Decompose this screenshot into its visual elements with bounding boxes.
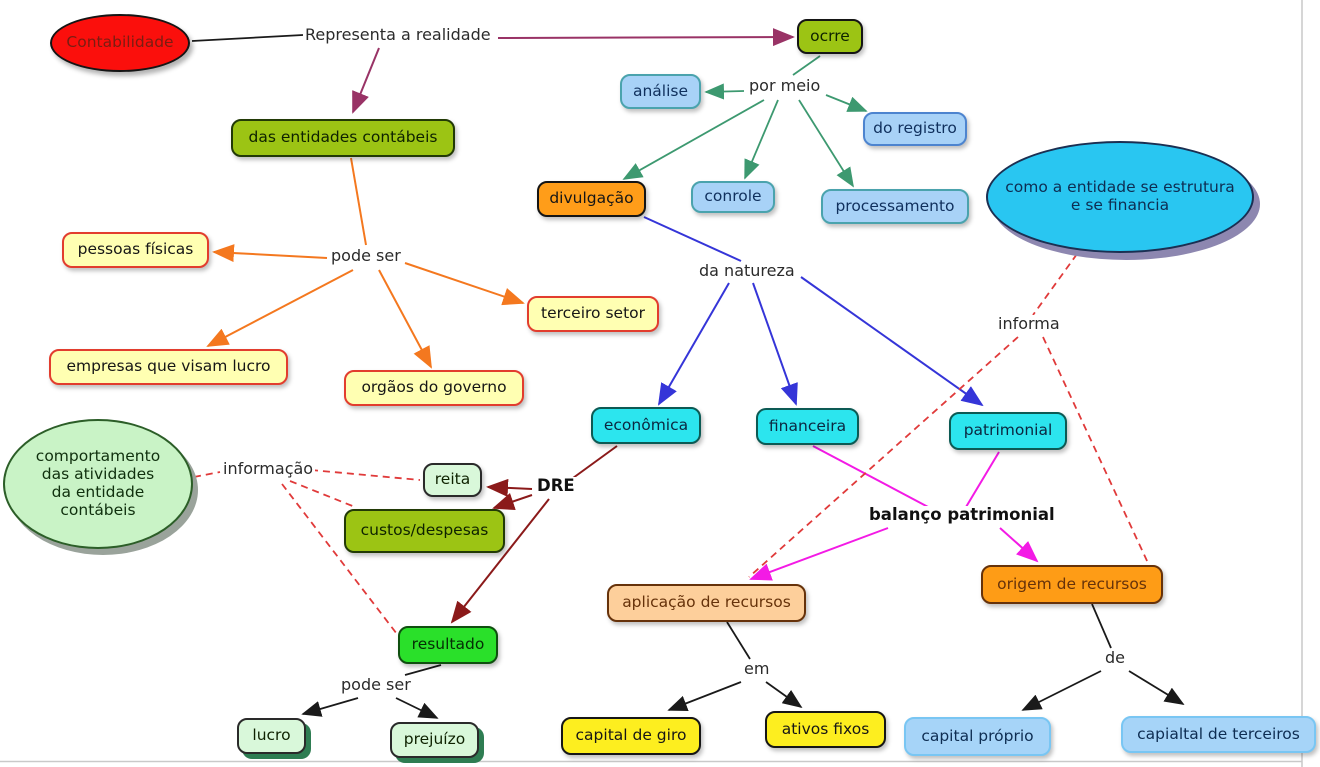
node-como-a-entidade-se-estrutura[interactable]: como a entidade se estrutura e se financ…	[986, 141, 1254, 253]
node-patrimonial[interactable]: patrimonial	[949, 412, 1067, 450]
node-do-registro[interactable]: do registro	[863, 112, 967, 146]
node-divulgacao[interactable]: divulgação	[537, 181, 646, 217]
link-label-informacao[interactable]: informação	[221, 459, 316, 478]
node-capital-de-giro[interactable]: capital de giro	[561, 717, 701, 755]
link-label-de[interactable]: de	[1103, 648, 1127, 667]
purple-edges	[352, 28, 795, 114]
node-capital-proprio[interactable]: capital próprio	[904, 717, 1051, 756]
node-economica[interactable]: econômica	[591, 407, 701, 444]
link-label-da-natureza[interactable]: da natureza	[697, 261, 797, 280]
node-prejuizo[interactable]: prejuízo	[390, 722, 479, 758]
node-ativos-fixos[interactable]: ativos fixos	[765, 711, 886, 748]
node-conrole[interactable]: conrole	[691, 181, 775, 213]
link-label-informa[interactable]: informa	[996, 314, 1062, 333]
teal-edges	[622, 55, 868, 188]
link-label-balanco-patrimonial[interactable]: balanço patrimonial	[867, 505, 1057, 525]
link-label-em[interactable]: em	[742, 659, 772, 678]
link-label-dre[interactable]: DRE	[535, 476, 577, 496]
node-reita[interactable]: reita	[423, 463, 482, 497]
link-label-pode-ser-bottom[interactable]: pode ser	[339, 675, 413, 694]
magenta-edges	[749, 445, 1039, 581]
node-lucro[interactable]: lucro	[237, 718, 306, 754]
node-orgaos-do-governo[interactable]: orgãos do governo	[344, 370, 524, 406]
node-processamento[interactable]: processamento	[821, 189, 969, 224]
node-analise[interactable]: análise	[620, 74, 701, 109]
link-label-representa-a-realidade[interactable]: Representa a realidade	[303, 25, 493, 44]
blue-edges	[643, 216, 984, 407]
link-label-por-meio[interactable]: por meio	[747, 76, 823, 95]
node-terceiro-setor[interactable]: terceiro setor	[527, 296, 659, 332]
darkred-edges	[450, 445, 618, 624]
node-origem-de-recursos[interactable]: origem de recursos	[981, 565, 1163, 604]
node-empresas-que-visam-lucro[interactable]: empresas que visam lucro	[49, 349, 288, 385]
node-das-entidades-contabeis[interactable]: das entidades contábeis	[231, 119, 455, 157]
node-resultado[interactable]: resultado	[398, 626, 498, 664]
node-contabilidade[interactable]: Contabilidade	[50, 14, 190, 72]
node-pessoas-fisicas[interactable]: pessoas físicas	[62, 232, 209, 268]
link-label-pode-ser-top[interactable]: pode ser	[329, 246, 403, 265]
black-edges	[191, 34, 1185, 719]
node-financeira[interactable]: financeira	[756, 408, 859, 445]
node-custos-despesas[interactable]: custos/despesas	[344, 509, 505, 553]
orange-edges	[206, 157, 525, 369]
node-aplicacao-de-recursos[interactable]: aplicação de recursos	[607, 584, 806, 622]
node-capialtal-de-terceiros[interactable]: capialtal de terceiros	[1121, 716, 1316, 753]
dashed-red-edges	[193, 253, 1149, 639]
node-ocrre[interactable]: ocrre	[797, 19, 863, 54]
node-comportamento-das-atividades[interactable]: comportamento das atividades da entidade…	[3, 419, 193, 549]
